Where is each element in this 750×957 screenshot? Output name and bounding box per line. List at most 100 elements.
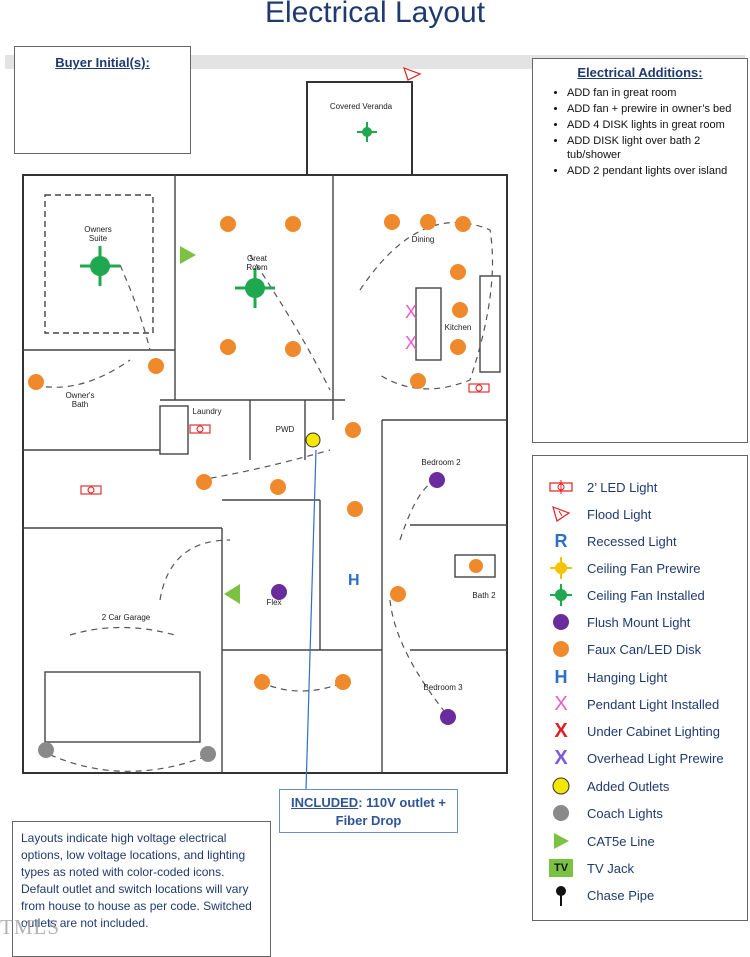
- led-light-icon: [547, 475, 575, 499]
- room-label-bath: Bath: [72, 400, 88, 409]
- included-text: : 110V outlet + Fiber Drop: [335, 795, 446, 828]
- room-label-veranda: Covered Veranda: [330, 102, 393, 111]
- page-title: Electrical Layout: [264, 0, 486, 29]
- electrical-additions-box: Electrical Additions: ADD fan in great r…: [532, 58, 748, 443]
- legend-row-chase-pipe: Chase Pipe: [547, 883, 654, 907]
- led-disk-light: [285, 341, 301, 357]
- pendant-light-installed-icon: X: [547, 692, 575, 716]
- addition-item: ADD 4 DISK lights in great room: [567, 118, 747, 132]
- added-outlets-icon: [547, 774, 575, 798]
- buyer-initials-label: Buyer Initial(s):: [55, 55, 150, 70]
- legend-label: Ceiling Fan Prewire: [587, 560, 701, 576]
- addition-item: ADD fan + prewire in owner’s bed: [567, 102, 747, 116]
- hanging-light-glyph: H: [554, 666, 568, 687]
- legend-label: CAT5e Line: [587, 833, 655, 849]
- electrical-additions-list: ADD fan in great room ADD fan + prewire …: [533, 86, 747, 178]
- ceiling-fan-prewire-icon: [547, 556, 575, 580]
- room-label-pwd: PWD: [276, 425, 295, 434]
- room-label-kitchen: Kitchen: [445, 323, 472, 332]
- hanging-light: H: [348, 572, 360, 589]
- ceiling-fan-veranda: [357, 122, 377, 142]
- room-label-suite: Suite: [89, 234, 108, 243]
- led-disk-light: [270, 479, 286, 495]
- addition-item: ADD 2 pendant lights over island: [567, 164, 747, 178]
- legend-label: TV Jack: [587, 860, 634, 876]
- legend-row-flood-light: Flood Light: [547, 502, 651, 526]
- room-label-bedroom3: Bedroom 3: [423, 683, 463, 692]
- legend-label: Overhead Light Prewire: [587, 750, 724, 766]
- veranda-walls: [306, 81, 413, 176]
- led-disk-light: [148, 358, 164, 374]
- electrical-additions-title: Electrical Additions:: [533, 65, 747, 80]
- led-disk-light: [420, 214, 436, 230]
- addition-item: ADD fan in great room: [567, 86, 747, 100]
- legend-row-under-cabinet: X Under Cabinet Lighting: [547, 719, 720, 743]
- led-disk-light: [335, 674, 351, 690]
- led-light-laundry: [189, 424, 211, 434]
- under-cabinet-glyph: X: [554, 719, 568, 742]
- led-disk-light: [384, 214, 400, 230]
- legend-row-pendant-light: X Pendant Light Installed: [547, 692, 719, 716]
- led-disk-light: [28, 374, 44, 390]
- legend-label: Flush Mount Light: [587, 614, 691, 630]
- legend-row-faux-can: Faux Can/LED Disk: [547, 637, 701, 661]
- electrical-additions-colon: :: [698, 65, 703, 80]
- cat5e-line-icon: [547, 829, 575, 853]
- legend-row-hanging-light: H Hanging Light: [547, 665, 668, 689]
- flood-light-icon: [547, 502, 575, 526]
- disclaimer-note: Layouts indicate high voltage electrical…: [12, 821, 271, 957]
- overhead-light-prewire-icon: X: [547, 746, 575, 770]
- legend-row-tv-jack: TV TV Jack: [547, 856, 634, 880]
- coach-lights-icon: [547, 801, 575, 825]
- led-disk-light: [220, 216, 236, 232]
- coach-light: [38, 742, 54, 758]
- addition-item: ADD DISK light over bath 2 tub/shower: [567, 134, 747, 162]
- room-label-bedroom2: Bedroom 2: [421, 458, 461, 467]
- led-disk-light: [410, 373, 426, 389]
- legend-label: Chase Pipe: [587, 887, 655, 903]
- faux-can-led-disk-icon: [547, 637, 575, 661]
- led-disk-light: [452, 302, 468, 318]
- legend-row-recessed-light: R Recessed Light: [547, 529, 677, 553]
- recessed-light-glyph: R: [554, 530, 568, 551]
- under-cabinet-lighting-icon: X: [547, 719, 575, 743]
- hanging-light-icon: H: [547, 665, 575, 689]
- buyer-initials-box[interactable]: Buyer Initial(s):: [14, 46, 191, 154]
- room-label-room: Room: [246, 263, 268, 272]
- watermark: TMLS: [0, 915, 61, 939]
- chase-pipe-icon: [547, 883, 575, 907]
- legend-label: Hanging Light: [587, 669, 668, 685]
- room-label-dining: Dining: [412, 235, 435, 244]
- tv-jack-glyph: TV: [549, 859, 573, 877]
- legend-label: Under Cabinet Lighting: [587, 723, 720, 739]
- legend-row-overhead-prewire: X Overhead Light Prewire: [547, 746, 724, 770]
- fiber-drop-line: [305, 449, 317, 791]
- led-disk-light: [455, 216, 471, 232]
- flush-mount-light: [271, 584, 287, 600]
- led-disk-light: [220, 339, 236, 355]
- legend-row-coach-lights: Coach Lights: [547, 801, 663, 825]
- led-disk-light: [345, 422, 361, 438]
- led-light-kitchen: [468, 383, 490, 393]
- outer-walls: [22, 174, 508, 774]
- room-label-laundry: Laundry: [193, 407, 222, 416]
- led-disk-light: [469, 559, 483, 573]
- coach-light: [200, 746, 216, 762]
- led-disk-light: [347, 501, 363, 517]
- included-callout: INCLUDED: 110V outlet + Fiber Drop: [279, 789, 458, 833]
- led-disk-light: [196, 474, 212, 490]
- flush-mount-light: [429, 472, 445, 488]
- recessed-light-icon: R: [547, 529, 575, 553]
- pendant-light-glyph: X: [554, 692, 568, 715]
- legend-row-cat5e: CAT5e Line: [547, 829, 655, 853]
- pendant-light: X: [405, 302, 417, 322]
- led-light-closet: [80, 485, 102, 495]
- cat5e-jack: [224, 584, 240, 604]
- flush-mount-light-icon: [547, 610, 575, 634]
- electrical-additions-title-text: Electrical Additions: [577, 65, 699, 80]
- legend-label: Flood Light: [587, 506, 652, 522]
- led-disk-light: [450, 264, 466, 280]
- pendant-light: X: [405, 333, 417, 353]
- ceiling-fan-owners-suite: [80, 246, 120, 286]
- legend-label: Recessed Light: [587, 533, 677, 549]
